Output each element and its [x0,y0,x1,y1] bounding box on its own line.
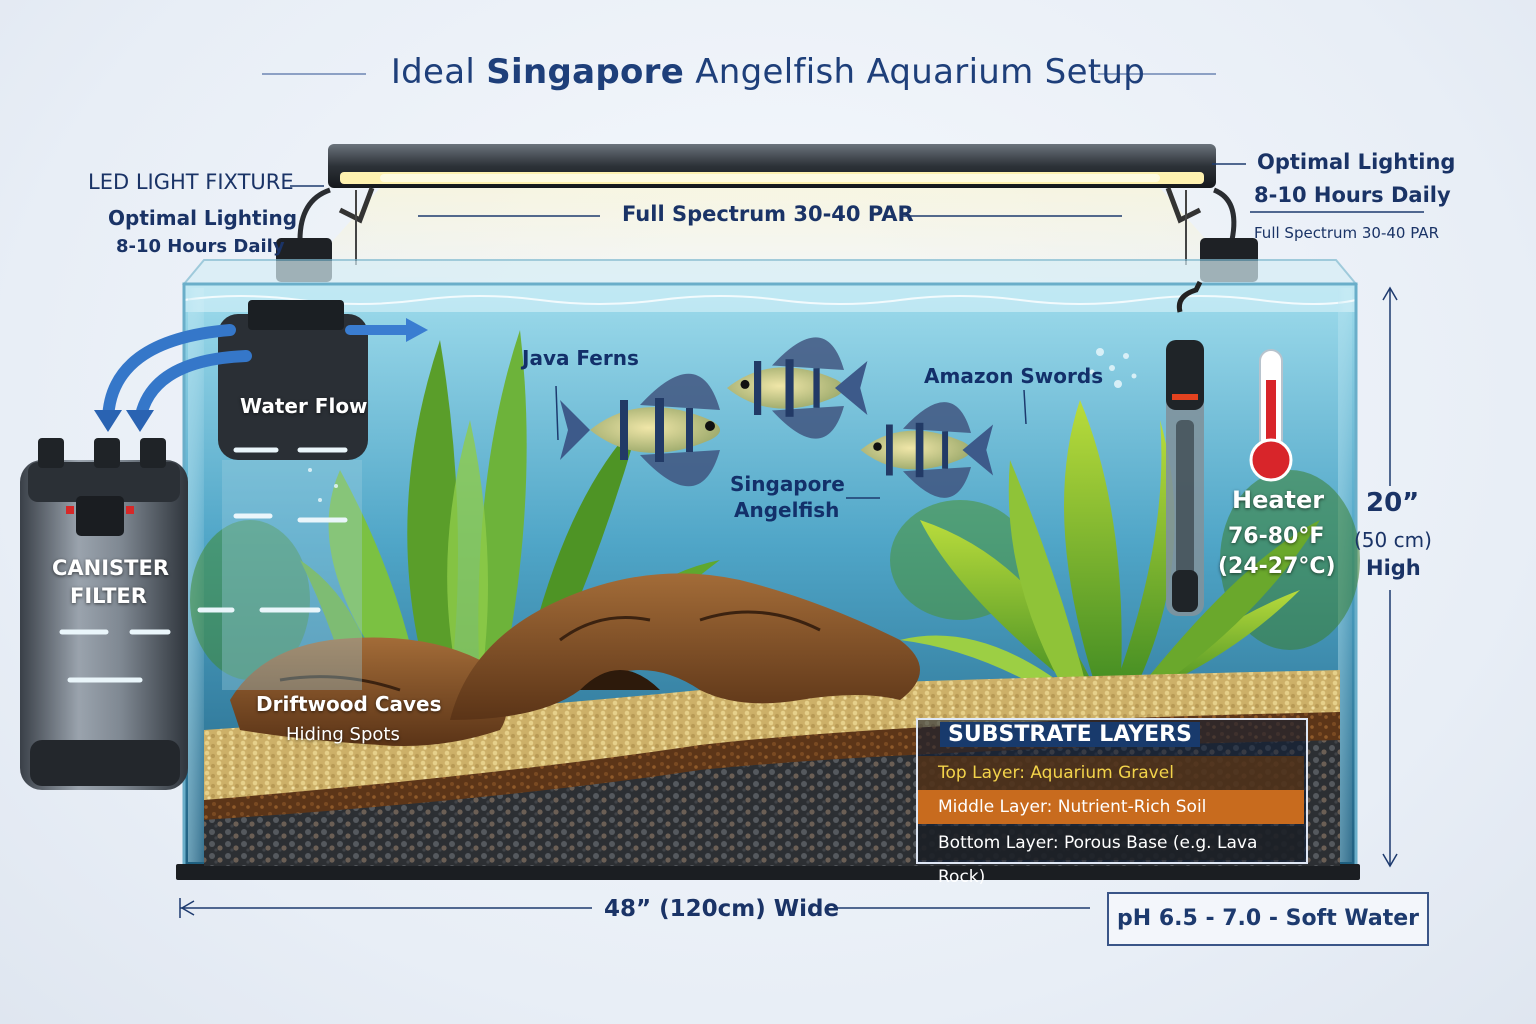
substrate-layer-top: Top Layer: Aquarium Gravel [918,756,1304,790]
height-inches: 20” [1366,488,1420,518]
heater-temp-c: (24-27°C) [1218,554,1336,579]
amazon-swords-label: Amazon Swords [924,364,1104,388]
water-flow-arrows [59,318,428,683]
java-ferns-label: Java Ferns [522,346,639,370]
right-spectrum-label: Full Spectrum 30-40 PAR [1254,224,1439,242]
driftwood-label: Driftwood Caves [256,692,442,716]
layer-bottom-text: Porous Base (e.g. Lava Rock) [938,833,1258,887]
thermometer-icon [1249,349,1293,482]
leader-lines [290,163,1424,499]
filter-intake-unit [218,300,368,690]
right-lighting-label: Optimal Lighting [1257,150,1456,174]
canister-label-line1: CANISTER [52,556,170,580]
water-params-box: pH 6.5 - 7.0 - Soft Water [1107,892,1429,946]
substrate-layer-middle: Middle Layer: Nutrient-Rich Soil [918,790,1304,824]
substrate-title: SUBSTRATE LAYERS [940,722,1200,747]
driftwood-caves [230,573,920,746]
dimension-lines [179,286,1398,918]
spectrum-label: Full Spectrum 30-40 PAR [622,202,914,226]
width-label: 48” (120cm) Wide [604,896,840,922]
title-prefix: Ideal [390,52,487,92]
bubbles [308,348,1137,502]
height-word: High [1366,556,1421,580]
canister-label-line2: FILTER [70,584,147,608]
heater-device [1166,280,1204,616]
driftwood-sublabel: Hiding Spots [286,724,400,745]
page-title: Ideal Singapore Angelfish Aquarium Setup [0,52,1536,92]
substrate-layer-bottom: Bottom Layer: Porous Base (e.g. Lava Roc… [918,826,1304,887]
water-flow-label: Water Flow [240,394,368,418]
layer-middle-prefix: Middle Layer: [938,797,1058,817]
title-suffix: Angelfish Aquarium Setup [684,52,1146,92]
layer-top-prefix: Top Layer: [938,763,1031,783]
led-fixture-label: LED LIGHT FIXTURE [88,170,294,194]
height-cm: (50 cm) [1354,528,1432,552]
left-hours-label: 8-10 Hours Daily [116,236,285,257]
right-hours-label: 8-10 Hours Daily [1254,183,1451,207]
canister-filter [20,438,188,790]
layer-top-text: Aquarium Gravel [1030,763,1174,783]
left-lighting-label: Optimal Lighting [108,206,298,230]
angelfish-label-line1: Singapore [730,472,845,496]
layer-middle-text: Nutrient-Rich Soil [1057,797,1207,817]
angelfish-group [560,337,994,498]
layer-bottom-prefix: Bottom Layer: [938,833,1064,853]
angelfish-label-line2: Angelfish [734,498,840,522]
amazon-sword-plant [900,400,1320,700]
heater-label: Heater [1232,486,1325,514]
title-highlight: Singapore [486,52,685,92]
heater-temp-f: 76-80°F [1228,524,1325,549]
